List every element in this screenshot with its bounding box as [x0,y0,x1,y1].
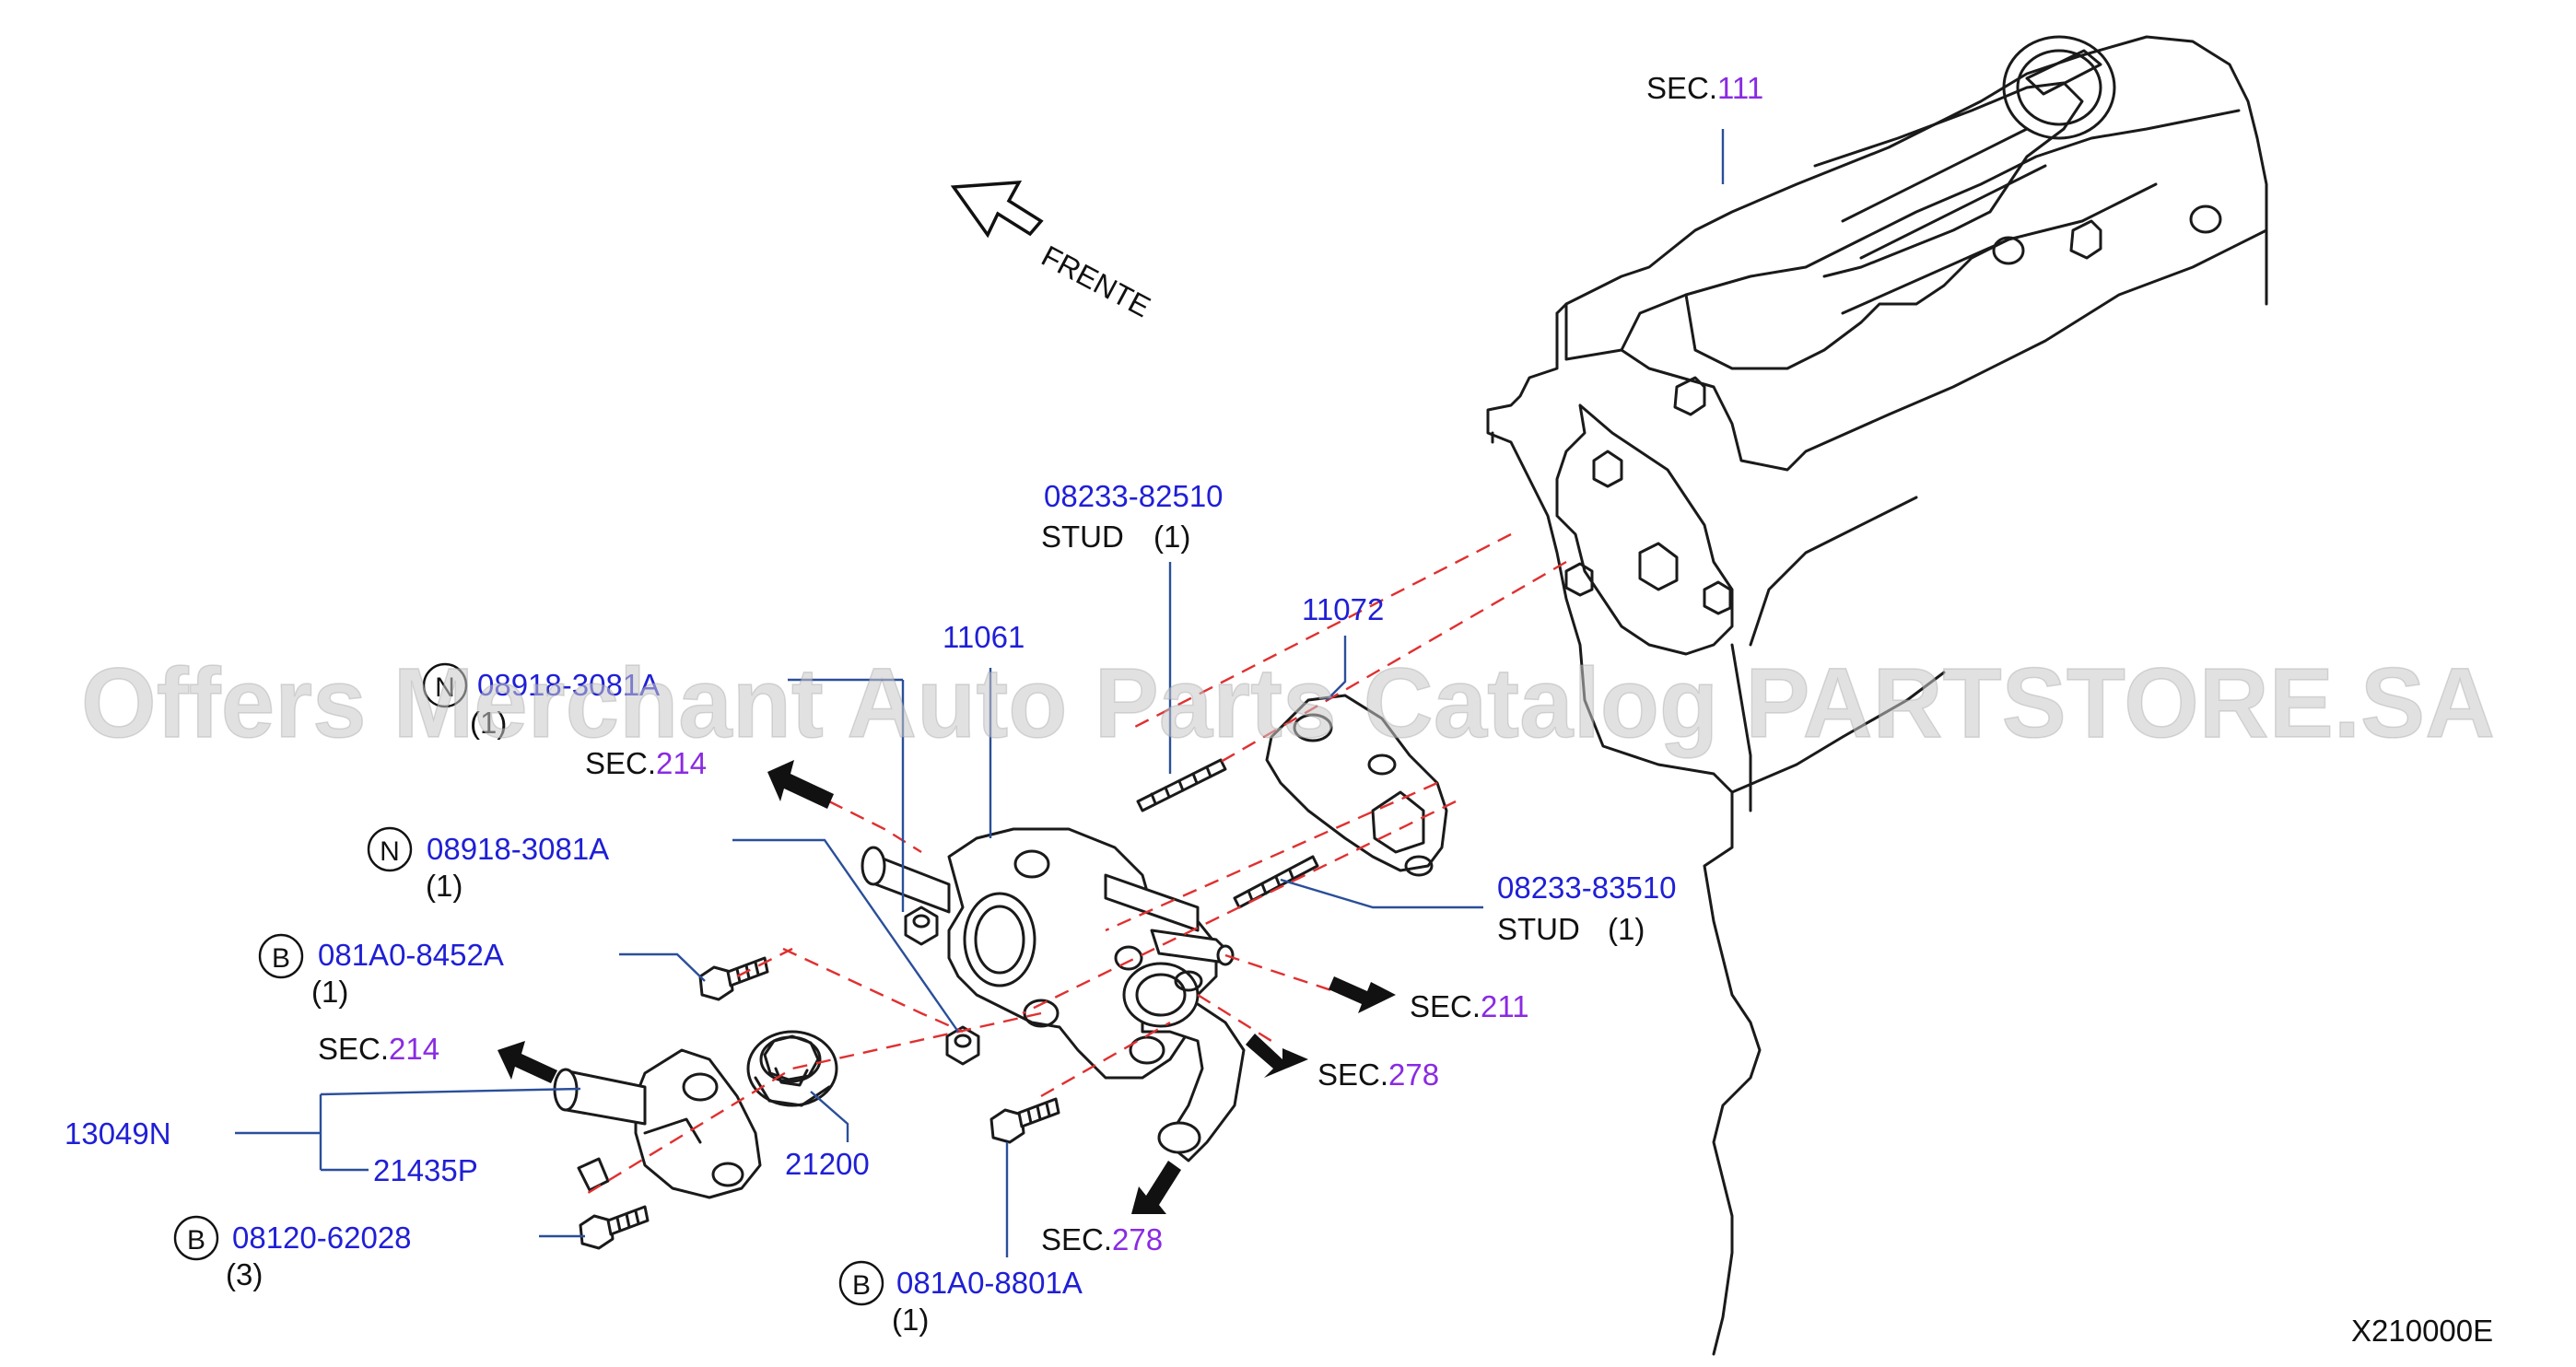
svg-text:N: N [435,672,455,703]
part-number-081a0-8452a[interactable]: 081A0-8452A [318,938,504,972]
badge-n-lower: N [367,826,413,872]
section-label-214-upper: SEC.214 [585,746,707,780]
badge-b-081a0-8452a: B [258,933,304,979]
bolt-08120-62028-drawing [579,1205,650,1250]
part-number-11072[interactable]: 11072 [1302,592,1384,626]
svg-text:B: B [852,1270,871,1301]
thermostat-21200-drawing [746,1030,838,1107]
svg-text:B: B [272,943,290,974]
part-number-11061[interactable]: 11061 [943,620,1025,654]
arrow-to-sec-278-lower [1131,1161,1181,1214]
badge-b-08120-62028: B [173,1215,219,1261]
section-label-278-right: SEC.278 [1317,1057,1439,1092]
section-label-111: SEC.111 [1646,71,1763,105]
front-direction-arrow-icon [950,181,1044,239]
flow-arrows [498,760,1396,1214]
part-qty-08918-3081a-lower: (1) [426,869,463,903]
nut-upper-drawing [904,905,939,946]
stud-08233-83510-drawing [1233,855,1319,909]
stud-08233-82510-drawing [1136,758,1227,812]
part-number-08120-62028[interactable]: 08120-62028 [232,1221,412,1255]
front-label: FRENTE [1036,239,1156,323]
part-number-081a0-8801a[interactable]: 081A0-8801A [896,1266,1083,1300]
water-outlet-assembly-drawing [861,827,1246,1163]
part-name-stud-upper: STUD [1041,520,1124,554]
arrow-to-sec-214-lower [498,1041,557,1083]
section-label-214-lower: SEC.214 [318,1032,439,1066]
part-number-08233-82510[interactable]: 08233-82510 [1044,479,1224,513]
arrow-to-sec-278-right [1246,1034,1308,1078]
part-number-13049n[interactable]: 13049N [64,1116,171,1151]
part-qty-stud-upper: (1) [1153,520,1190,554]
nut-lower-drawing [945,1025,980,1066]
section-label-211: SEC.211 [1410,989,1529,1023]
section-label-278-lower: SEC.278 [1041,1222,1163,1256]
water-inlet-13049n-drawing [553,1048,762,1199]
part-number-21200[interactable]: 21200 [785,1147,870,1181]
bolt-081a0-8452a-drawing [698,956,769,1001]
part-number-08918-3081a-lower[interactable]: 08918-3081A [427,832,609,866]
badge-n-upper: N [422,662,468,708]
arrow-to-sec-211 [1329,976,1396,1013]
svg-text:B: B [187,1225,205,1256]
part-qty-081a0-8452a: (1) [311,975,348,1009]
bolt-081a0-8801a-drawing [989,1097,1060,1144]
part-qty-08120-62028: (3) [226,1257,263,1291]
part-number-08233-83510[interactable]: 08233-83510 [1497,870,1677,905]
part-qty-081a0-8801a: (1) [892,1303,929,1337]
part-number-21435p[interactable]: 21435P [373,1153,478,1187]
watermark-text: Offers Merchant Auto Parts Catalog PARTS… [81,647,2495,758]
leader-lines [235,129,1725,1257]
part-qty-08918-3081a-upper: (1) [470,706,507,740]
gasket-21435p-drawing [577,1157,610,1192]
badge-b-081a0-8801a: B [838,1260,884,1306]
part-name-stud-lower: STUD [1497,912,1580,946]
diagram-code: X210000E [2351,1314,2493,1348]
engine-block-drawing [1486,35,2268,1356]
part-qty-stud-lower: (1) [1608,912,1645,946]
part-number-08918-3081a-upper[interactable]: 08918-3081A [477,668,660,702]
arrow-to-sec-214-upper [767,760,834,809]
svg-text:N: N [380,836,400,867]
